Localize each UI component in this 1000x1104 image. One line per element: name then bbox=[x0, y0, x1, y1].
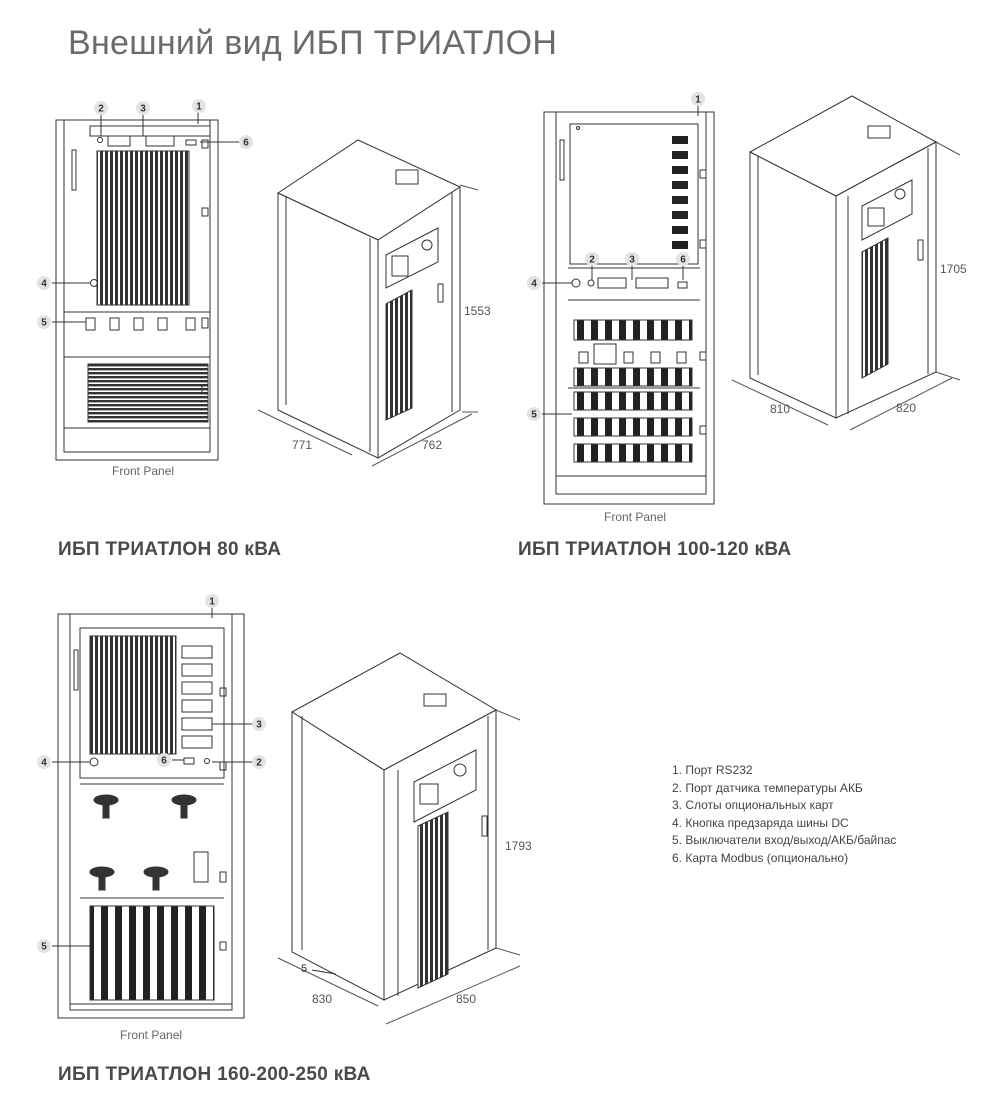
dimension-depth: 810 bbox=[770, 402, 791, 416]
callout-leaders bbox=[52, 106, 699, 947]
svg-text:6: 6 bbox=[680, 255, 686, 266]
legend-item: 2. Порт датчика температуры АКБ bbox=[672, 780, 863, 795]
svg-text:5: 5 bbox=[41, 942, 47, 953]
legend-item: 4. Кнопка предзаряда шины DC bbox=[672, 815, 849, 830]
front-panel-80kva bbox=[55, 119, 219, 461]
iso-view-160-250kva bbox=[277, 652, 521, 1025]
dimension-depth: 830 bbox=[312, 992, 333, 1006]
legend-item: 3. Слоты опциональных карт bbox=[672, 798, 834, 812]
svg-text:4: 4 bbox=[41, 279, 47, 290]
svg-text:2: 2 bbox=[256, 758, 262, 769]
callout-badge: 6 bbox=[239, 135, 253, 149]
callout-badge: 3 bbox=[136, 101, 150, 115]
front-panel-100-120kva bbox=[543, 111, 715, 505]
model-title: ИБП ТРИАТЛОН 160-200-250 кВА bbox=[58, 1064, 371, 1085]
svg-text:5: 5 bbox=[41, 318, 47, 329]
svg-text:1: 1 bbox=[209, 597, 215, 608]
callout-badge: 2 bbox=[252, 755, 266, 769]
svg-text:5: 5 bbox=[531, 410, 537, 421]
callout-badge: 1 bbox=[192, 99, 206, 113]
svg-text:2: 2 bbox=[98, 104, 104, 115]
dimension-width: 850 bbox=[456, 992, 477, 1006]
callout-badge: 4 bbox=[37, 276, 51, 290]
legend-item: 5. Выключатели вход/выход/АКБ/байпас bbox=[672, 833, 897, 847]
svg-text:1: 1 bbox=[196, 102, 202, 113]
front-panel-caption: Front Panel bbox=[120, 1028, 183, 1042]
front-panel-caption: Front Panel bbox=[112, 464, 175, 478]
callout-badge: 2 bbox=[94, 101, 108, 115]
svg-text:6: 6 bbox=[161, 756, 167, 767]
svg-text:6: 6 bbox=[243, 138, 249, 149]
svg-text:2: 2 bbox=[589, 255, 595, 266]
svg-text:3: 3 bbox=[629, 255, 635, 266]
dimension-height: 1793 bbox=[505, 839, 532, 853]
callout-badge: 4 bbox=[37, 755, 51, 769]
callout-badge: 1 bbox=[205, 594, 219, 608]
legend-list: 1. Порт RS232 2. Порт датчика температур… bbox=[672, 762, 896, 867]
callout-badge: 6 bbox=[157, 753, 171, 767]
iso-view-100-120kva bbox=[731, 95, 961, 431]
front-panel-caption: Front Panel bbox=[604, 510, 667, 524]
dimension-height: 1553 bbox=[464, 304, 491, 318]
svg-text:4: 4 bbox=[531, 279, 537, 290]
callout-badge: 3 bbox=[625, 252, 639, 266]
callout-badge: 4 bbox=[527, 276, 541, 290]
callout-label: 5 bbox=[301, 963, 307, 975]
iso-view-80kva bbox=[257, 139, 479, 467]
dimension-width: 762 bbox=[422, 438, 443, 452]
callout-badge: 2 bbox=[585, 252, 599, 266]
svg-text:3: 3 bbox=[140, 104, 146, 115]
svg-text:4: 4 bbox=[41, 758, 47, 769]
callout-badge: 5 bbox=[37, 939, 51, 953]
legend-item: 6. Карта Modbus (опционально) bbox=[672, 850, 849, 865]
callout-badge: 5 bbox=[527, 407, 541, 421]
callout-badge: 5 bbox=[37, 315, 51, 329]
model-title: ИБП ТРИАТЛОН 80 кВА bbox=[58, 539, 282, 560]
callout-badge: 3 bbox=[252, 717, 266, 731]
svg-text:1: 1 bbox=[695, 95, 701, 106]
callout-badge: 1 bbox=[691, 92, 705, 106]
svg-text:3: 3 bbox=[256, 720, 262, 731]
dimension-width: 820 bbox=[896, 401, 917, 415]
front-panel-160-250kva bbox=[57, 613, 245, 1019]
legend-item: 1. Порт RS232 bbox=[672, 763, 753, 777]
callout-badge: 6 bbox=[676, 252, 690, 266]
dimension-height: 1705 bbox=[940, 262, 967, 276]
dimension-depth: 771 bbox=[292, 438, 313, 452]
page-title: Внешний вид ИБП ТРИАТЛОН bbox=[68, 24, 558, 62]
model-title: ИБП ТРИАТЛОН 100-120 кВА bbox=[518, 539, 792, 560]
